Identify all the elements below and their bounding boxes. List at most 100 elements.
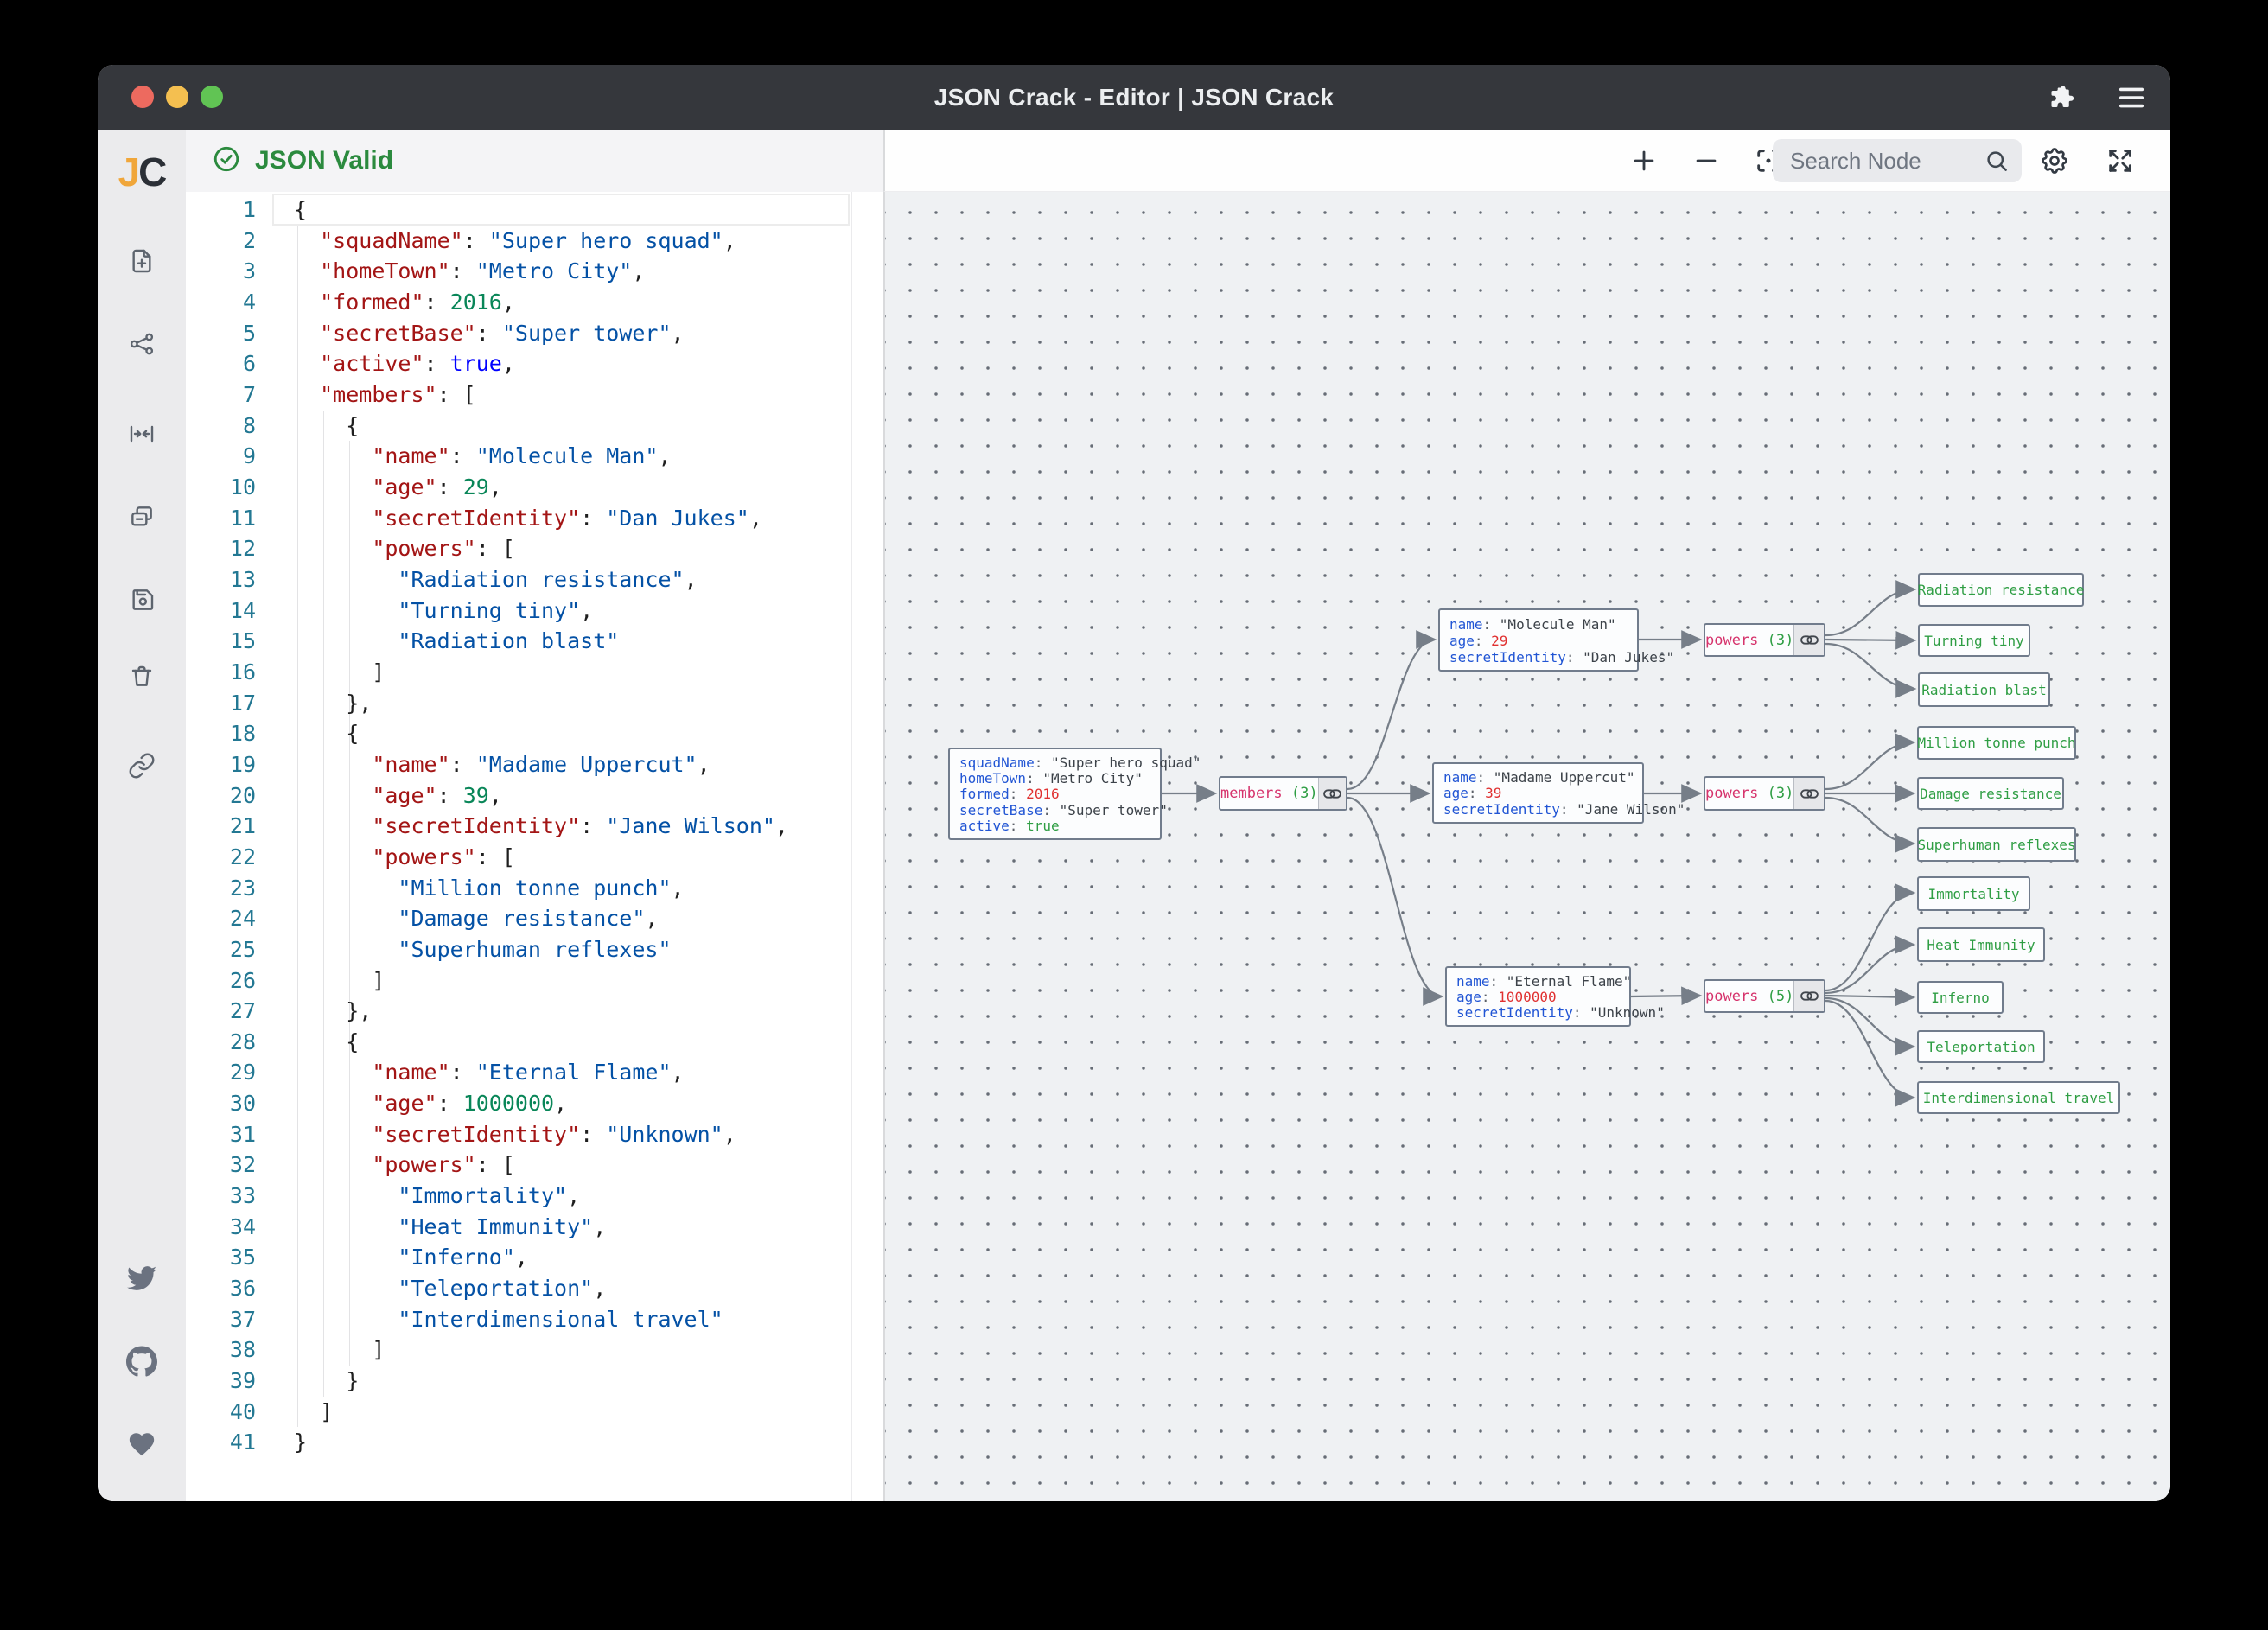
fullscreen-icon[interactable] xyxy=(2099,140,2141,181)
graph-edges xyxy=(1162,580,1917,1107)
graph-node-leaf-radiation-resistance[interactable]: Radiation resistance xyxy=(1918,573,2084,607)
link-icon[interactable] xyxy=(116,740,168,792)
line-number: 10 xyxy=(229,474,256,500)
line-number: 30 xyxy=(229,1091,256,1117)
graph-node-powers-2[interactable]: powers (3) xyxy=(1704,776,1825,811)
line-number: 9 xyxy=(242,443,256,469)
app-logo[interactable]: JC xyxy=(118,150,168,194)
line-number: 1 xyxy=(242,197,256,222)
validation-header: JSON Valid xyxy=(186,130,883,193)
graph-node-powers-3[interactable]: powers (5) xyxy=(1704,979,1825,1013)
app-window: JSON Crack - Editor | JSON Crack JC xyxy=(98,65,2170,1501)
minimize-button[interactable] xyxy=(166,86,188,108)
expand-link-icon[interactable] xyxy=(1793,778,1824,809)
line-number: 3 xyxy=(242,258,256,284)
code-line: 29 "name": "Eternal Flame", xyxy=(186,1057,883,1088)
code-line: 34 "Heat Immunity", xyxy=(186,1212,883,1243)
graph-node-leaf-heat-immunity[interactable]: Heat Immunity xyxy=(1917,927,2045,962)
line-number: 36 xyxy=(229,1276,256,1302)
close-button[interactable] xyxy=(131,86,154,108)
graph-canvas[interactable]: squadName: "Super hero squad"homeTown: "… xyxy=(883,192,2170,1501)
line-number: 6 xyxy=(242,351,256,377)
line-number: 21 xyxy=(229,813,256,839)
line-number: 40 xyxy=(229,1398,256,1424)
fold-nodes-icon[interactable] xyxy=(116,491,168,543)
sponsor-heart-icon[interactable] xyxy=(116,1418,168,1470)
graph-node-leaf-radiation-blast[interactable]: Radiation blast xyxy=(1918,672,2050,707)
code-line: 7 "members": [ xyxy=(186,379,883,411)
new-file-icon[interactable] xyxy=(116,235,168,287)
line-number: 8 xyxy=(242,412,256,438)
delete-icon[interactable] xyxy=(116,650,168,702)
sidebar: JC xyxy=(98,130,187,1501)
expand-link-icon[interactable] xyxy=(1793,625,1824,655)
graph-node-leaf-damage-resistance[interactable]: Damage resistance xyxy=(1917,777,2064,810)
code-line: 27 }, xyxy=(186,996,883,1027)
graph-node-leaf-immortality[interactable]: Immortality xyxy=(1917,876,2030,911)
indent-guide xyxy=(349,441,350,1366)
line-number: 26 xyxy=(229,967,256,993)
zoom-in-button[interactable] xyxy=(1623,140,1665,181)
code-line: 32 "powers": [ xyxy=(186,1149,883,1181)
line-number: 41 xyxy=(229,1429,256,1455)
code-line: 28 { xyxy=(186,1027,883,1058)
code-line: 35 "Inferno", xyxy=(186,1242,883,1273)
line-number: 33 xyxy=(229,1183,256,1209)
share-graph-icon[interactable] xyxy=(116,318,168,370)
line-number: 37 xyxy=(229,1306,256,1332)
graph-toolbar xyxy=(883,130,2170,192)
search-node-box xyxy=(1773,139,2022,182)
graph-node-powers-1[interactable]: powers (3) xyxy=(1704,623,1825,657)
graph-node-root[interactable]: squadName: "Super hero squad"homeTown: "… xyxy=(948,748,1201,840)
graph-node-members[interactable]: members (3) xyxy=(1219,776,1347,811)
line-number: 34 xyxy=(229,1213,256,1239)
github-icon[interactable] xyxy=(116,1335,168,1387)
traffic-lights xyxy=(131,86,223,108)
line-number: 38 xyxy=(229,1337,256,1363)
extension-puzzle-icon[interactable] xyxy=(2048,82,2079,113)
zoom-out-button[interactable] xyxy=(1685,140,1727,181)
save-icon[interactable] xyxy=(116,574,168,626)
code-line: 5 "secretBase": "Super tower", xyxy=(186,318,883,349)
search-icon[interactable] xyxy=(1984,148,2010,174)
code-line: 19 "name": "Madame Uppercut", xyxy=(186,749,883,780)
indent-guide xyxy=(323,411,324,1397)
code-line: 30 "age": 1000000, xyxy=(186,1088,883,1119)
graph-node-leaf-million-tonne-punch[interactable]: Million tonne punch xyxy=(1917,726,2076,760)
code-line: 6 "active": true, xyxy=(186,348,883,379)
code-line: 23 "Million tonne punch", xyxy=(186,873,883,904)
search-node-input[interactable] xyxy=(1788,146,1984,175)
line-number: 13 xyxy=(229,566,256,592)
indent-guide xyxy=(297,226,298,1427)
code-line: 15 "Radiation blast" xyxy=(186,626,883,657)
line-number: 18 xyxy=(229,721,256,747)
graph-node-leaf-teleportation[interactable]: Teleportation xyxy=(1917,1030,2045,1063)
window-title: JSON Crack - Editor | JSON Crack xyxy=(933,84,1335,111)
graph-node-leaf-inferno[interactable]: Inferno xyxy=(1917,981,2004,1014)
code-line: 22 "powers": [ xyxy=(186,842,883,873)
graph-node-leaf-superhuman-reflexes[interactable]: Superhuman reflexes xyxy=(1917,827,2076,862)
expand-link-icon[interactable] xyxy=(1317,778,1346,809)
zoom-button[interactable] xyxy=(201,86,223,108)
code-line: 17 }, xyxy=(186,688,883,719)
graph-node-leaf-turning-tiny[interactable]: Turning tiny xyxy=(1918,624,2030,657)
line-number: 2 xyxy=(242,227,256,253)
menu-icon[interactable] xyxy=(2117,85,2146,111)
settings-gear-icon[interactable] xyxy=(2034,140,2075,181)
code-line: 9 "name": "Molecule Man", xyxy=(186,441,883,472)
line-number: 15 xyxy=(229,628,256,654)
code-line: 2 "squadName": "Super hero squad", xyxy=(186,226,883,257)
center-view-icon[interactable] xyxy=(116,408,168,460)
expand-link-icon[interactable] xyxy=(1793,981,1824,1011)
line-number: 11 xyxy=(229,505,256,531)
twitter-icon[interactable] xyxy=(116,1252,168,1304)
line-number: 5 xyxy=(242,320,256,346)
code-line: 10 "age": 29, xyxy=(186,472,883,503)
code-line: 8 { xyxy=(186,411,883,442)
graph-node-leaf-interdimensional-travel[interactable]: Interdimensional travel xyxy=(1917,1081,2120,1114)
json-editor[interactable]: 1{2 "squadName": "Super hero squad",3 "h… xyxy=(186,192,883,1501)
